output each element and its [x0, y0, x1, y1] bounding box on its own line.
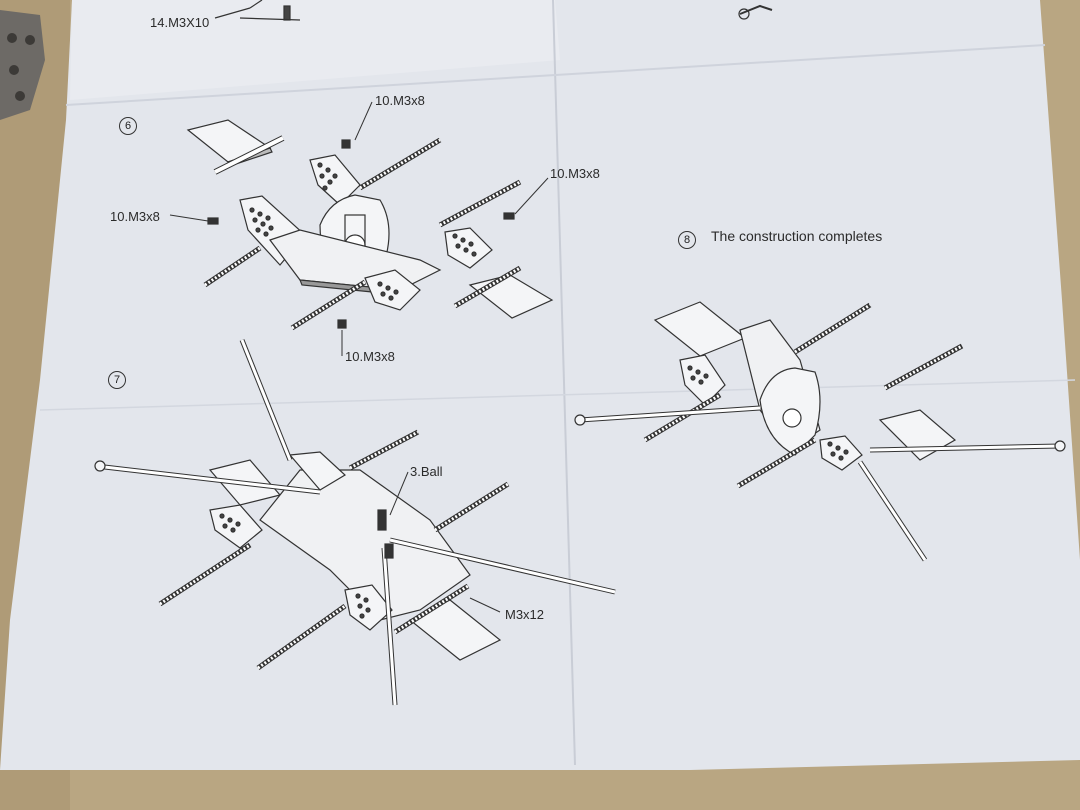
metal-plate-corner: [0, 10, 45, 120]
label-step7-screw: M3x12: [505, 607, 545, 622]
step8-diagram: [574, 301, 1066, 562]
label-step6-left-screw: 10.M3x8: [110, 209, 160, 224]
top-screw-diagram: [214, 0, 773, 21]
step8-caption: The construction completes: [711, 228, 883, 244]
fold-line-vertical: [552, 0, 576, 766]
step7-diagram: [94, 339, 616, 706]
label-step7-ball: 3.Ball: [410, 464, 443, 479]
fold-line-horizontal: [65, 44, 1046, 106]
fold-line-horizontal-2: [39, 379, 1076, 411]
label-step6-top-screw: 10.M3x8: [375, 93, 425, 108]
label-step6-right-screw: 10.M3x8: [550, 166, 600, 181]
step6-diagram: [169, 101, 554, 356]
step-number-7: 7: [108, 371, 126, 389]
label-top-screw: 14.M3X10: [150, 15, 210, 30]
step-number-6: 6: [119, 117, 137, 135]
label-step6-bottom-screw: 10.M3x8: [345, 349, 395, 364]
instruction-sheet: [0, 0, 1080, 770]
step-number-8: 8: [678, 231, 696, 249]
